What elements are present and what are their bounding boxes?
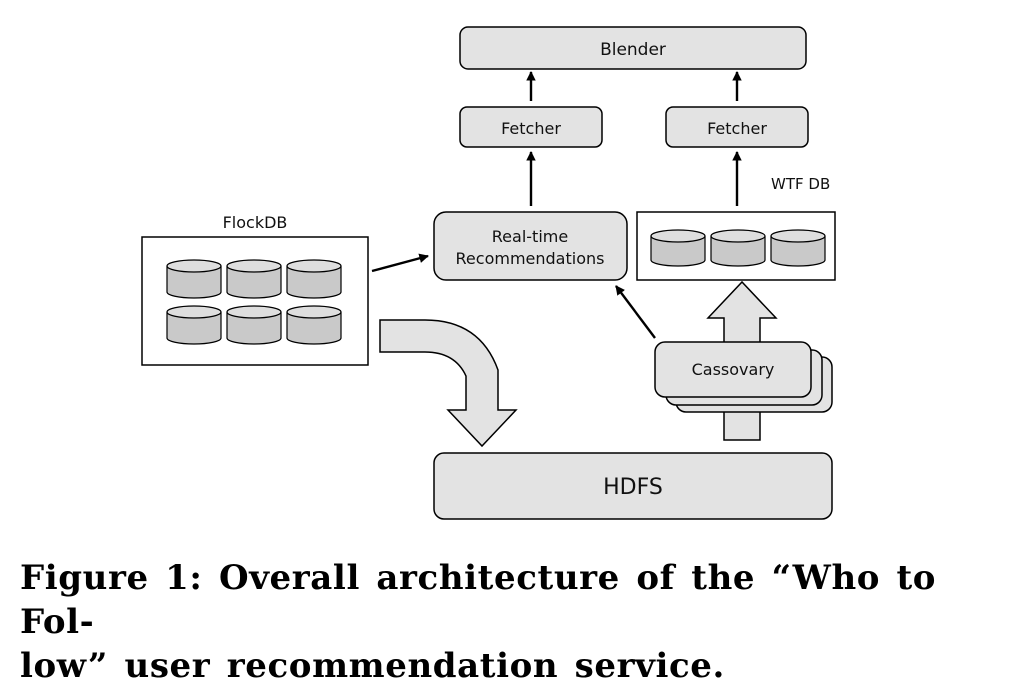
flockdb-label: FlockDB — [223, 213, 288, 232]
figure-caption: Figure 1: Overall architecture of the “W… — [20, 556, 1000, 688]
arrow-cassovary-realtime — [615, 285, 656, 339]
realtime-box — [433, 211, 628, 281]
db-cylinder-icon — [286, 305, 342, 345]
caption-line-2: low” user recommendation service. — [20, 646, 725, 686]
fetcher-right-box — [665, 106, 809, 148]
hdfs-label: HDFS — [603, 475, 663, 500]
wtfdb-label: WTF DB — [771, 175, 830, 193]
arrow-flockdb-realtime — [371, 253, 429, 273]
db-cylinder-icon — [226, 305, 282, 345]
db-cylinder-icon — [166, 305, 222, 345]
fetcher-left-box — [459, 106, 603, 148]
cassovary-box — [654, 341, 812, 398]
fetcher-left-label: Fetcher — [501, 119, 561, 138]
db-cylinder-icon — [226, 259, 282, 299]
flockdb-box — [141, 236, 369, 366]
caption-line-1: Figure 1: Overall architecture of the “W… — [20, 558, 937, 642]
architecture-diagram: Blender Fetcher Fetcher Real-time Recomm… — [141, 26, 836, 520]
db-cylinder-icon — [770, 229, 826, 267]
db-cylinder-icon — [710, 229, 766, 267]
cassovary-label: Cassovary — [692, 360, 775, 379]
hdfs-box — [433, 452, 833, 520]
realtime-label-line2: Recommendations — [456, 249, 605, 268]
db-cylinder-icon — [650, 229, 706, 267]
db-cylinder-icon — [166, 259, 222, 299]
fetcher-right-label: Fetcher — [707, 119, 767, 138]
flockdb-cylinders — [166, 259, 342, 345]
db-cylinder-icon — [286, 259, 342, 299]
blender-box — [459, 26, 807, 70]
blender-label: Blender — [600, 40, 666, 60]
realtime-label-line1: Real-time — [492, 227, 568, 246]
wtfdb-cylinders — [650, 229, 826, 267]
flockdb-to-hdfs-arrow — [379, 319, 518, 448]
